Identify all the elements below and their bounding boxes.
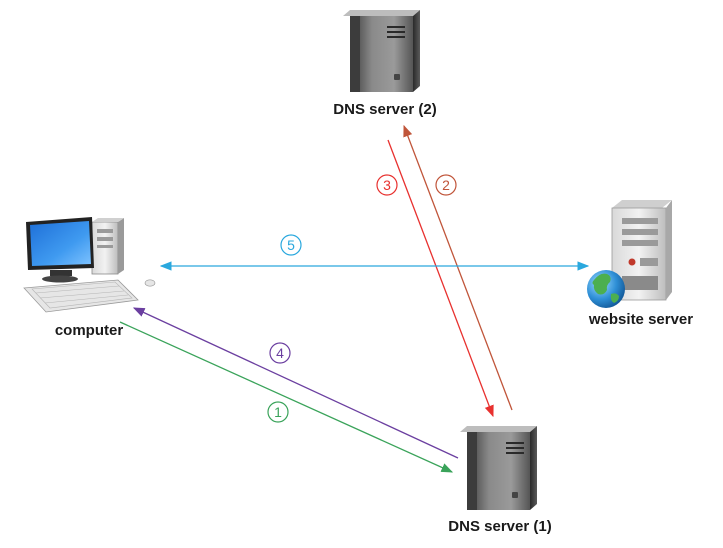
dns-server-1-icon [460,426,537,510]
step-badge-4: 4 [269,342,291,364]
computer-icon [23,217,156,313]
dns-server-2-label: DNS server (2) [333,101,437,118]
website-server-label: website server [588,311,694,328]
dns-server-2-icon [343,10,420,92]
svg-text:5: 5 [287,237,295,253]
arrow-2 [403,124,513,411]
svg-text:2: 2 [442,177,450,193]
arrow-4 [132,307,459,459]
globe-icon [587,270,625,308]
svg-text:3: 3 [383,177,391,193]
arrow-3 [387,139,494,418]
svg-text:1: 1 [274,404,282,420]
step-badge-2: 2 [435,174,457,196]
step-badge-1: 1 [267,401,289,423]
arrow-1 [119,321,454,473]
computer-label: computer [54,322,124,339]
step-badge-5: 5 [280,234,302,256]
dns-server-1-label: DNS server (1) [448,518,552,535]
svg-text:4: 4 [276,345,284,361]
step-badge-3: 3 [376,174,398,196]
